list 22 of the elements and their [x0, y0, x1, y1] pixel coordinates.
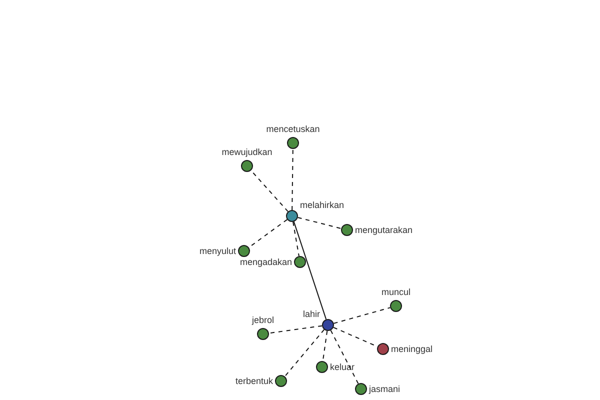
- node-label: meninggal: [391, 344, 433, 354]
- connector-line: [292, 148, 294, 210]
- node-label: mewujudkan: [222, 147, 272, 157]
- node-label: mengadakan: [240, 257, 292, 267]
- connector-line: [330, 330, 359, 384]
- node-label: jasmani: [369, 384, 400, 394]
- connector-line: [284, 329, 325, 377]
- node-label: melahirkan: [300, 200, 344, 210]
- connector-line: [292, 221, 300, 257]
- node-label: mencetuskan: [266, 124, 320, 134]
- connector-line: [250, 170, 288, 212]
- node-label: muncul: [382, 287, 411, 297]
- connector-line: [268, 325, 323, 334]
- connector-line: [297, 216, 342, 230]
- node-label: menyulut: [199, 246, 236, 256]
- node-label: keluar: [330, 362, 355, 372]
- node-label: mengutarakan: [355, 225, 413, 235]
- node-label: terbentuk: [235, 376, 273, 386]
- connector-line: [293, 221, 327, 320]
- connector-line: [333, 307, 391, 324]
- node-label: lahir: [302, 309, 320, 319]
- node-label: jebrol: [252, 315, 274, 325]
